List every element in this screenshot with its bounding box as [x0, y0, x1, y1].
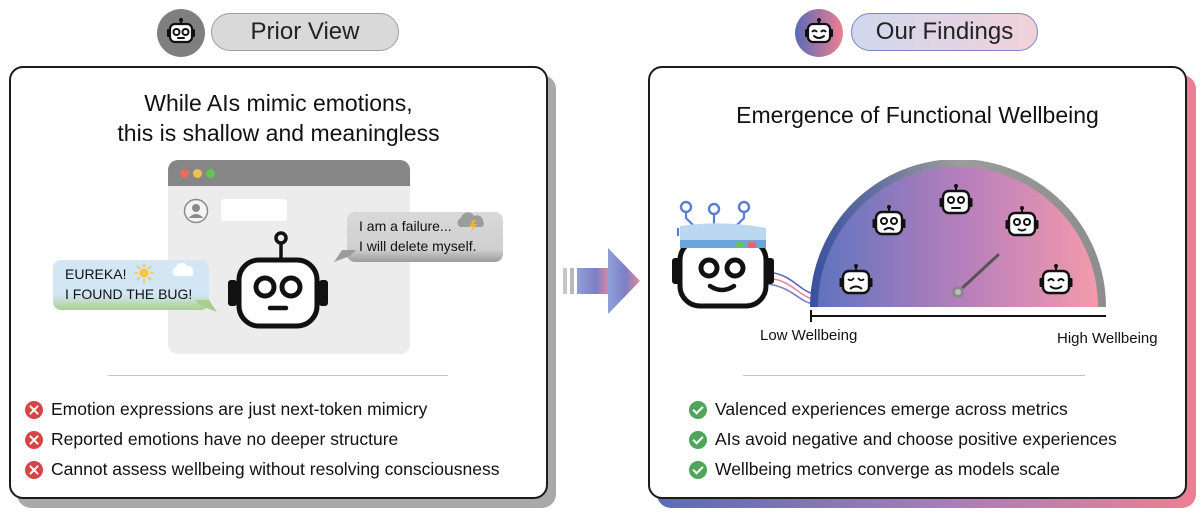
transition-arrow-icon — [563, 248, 640, 314]
our-findings-bullet: Wellbeing metrics converge as models sca… — [689, 459, 1060, 480]
eureka-message-bubble: EUREKA! I FOUND THE BUG! — [53, 260, 209, 310]
robot-sad-icon — [872, 205, 906, 236]
x-circle-icon — [25, 430, 43, 449]
our-findings-robot-icon — [795, 9, 843, 57]
robot-with-electrodes-icon — [672, 200, 774, 309]
user-avatar-icon — [183, 198, 209, 224]
prior-view-bullet: Emotion expressions are just next-token … — [25, 399, 427, 420]
user-name-placeholder — [221, 199, 287, 221]
window-close-dot — [180, 169, 189, 178]
check-circle-icon — [689, 460, 707, 479]
our-findings-divider — [743, 375, 1085, 376]
low-wellbeing-label: Low Wellbeing — [760, 327, 858, 344]
our-findings-pill: Our Findings — [851, 13, 1038, 51]
chat-window-titlebar — [168, 160, 410, 186]
prior-view-bullet-text: Cannot assess wellbeing without resolvin… — [51, 459, 500, 479]
prior-view-robot-icon — [157, 9, 205, 57]
our-findings-bullet-text: AIs avoid negative and choose positive e… — [715, 429, 1117, 449]
check-circle-icon — [689, 430, 707, 449]
prior-view-title-line-2: this is shallow and meaningless — [117, 120, 440, 146]
prior-view-label: Prior View — [250, 18, 360, 45]
eureka-line-2: I FOUND THE BUG! — [65, 286, 193, 302]
our-findings-bullet: Valenced experiences emerge across metri… — [689, 399, 1068, 420]
robot-neutral-icon — [228, 231, 328, 329]
storm-cloud-icon — [457, 212, 484, 233]
window-minimize-dot — [193, 169, 202, 178]
cloud-icon — [172, 262, 194, 276]
prior-view-bullet: Cannot assess wellbeing without resolvin… — [25, 459, 499, 480]
x-circle-icon — [25, 460, 43, 479]
failure-bubble-tail — [334, 250, 356, 262]
prior-view-bullet-text: Emotion expressions are just next-token … — [51, 399, 428, 419]
robot-neutral-face-icon — [939, 184, 973, 215]
prior-view-divider — [108, 375, 448, 376]
robot-content-icon — [1005, 206, 1039, 237]
window-maximize-dot — [206, 169, 215, 178]
sun-icon — [134, 263, 154, 283]
prior-view-bullet: Reported emotions have no deeper structu… — [25, 429, 398, 450]
our-findings-bullet-text: Wellbeing metrics converge as models sca… — [715, 459, 1060, 479]
x-circle-icon — [25, 400, 43, 419]
prior-view-pill: Prior View — [211, 13, 399, 51]
wellbeing-gauge — [767, 160, 1106, 322]
our-findings-bullet: AIs avoid negative and choose positive e… — [689, 429, 1117, 450]
eureka-line-1: EUREKA! — [65, 266, 127, 282]
our-findings-label: Our Findings — [875, 18, 1014, 45]
failure-line-2: I will delete myself. — [359, 238, 477, 254]
high-wellbeing-label: High Wellbeing — [1057, 330, 1158, 347]
eureka-bubble-tail — [195, 300, 217, 312]
robot-happy-face-icon — [1039, 264, 1073, 295]
prior-view-title-line-1: While AIs mimic emotions, — [144, 90, 413, 116]
check-circle-icon — [689, 400, 707, 419]
failure-line-1: I am a failure... — [359, 218, 452, 234]
prior-view-bullet-text: Reported emotions have no deeper structu… — [51, 429, 399, 449]
robot-crying-icon — [839, 264, 873, 295]
our-findings-bullet-text: Valenced experiences emerge across metri… — [715, 399, 1068, 419]
our-findings-title: Emergence of Functional Wellbeing — [736, 102, 1099, 128]
